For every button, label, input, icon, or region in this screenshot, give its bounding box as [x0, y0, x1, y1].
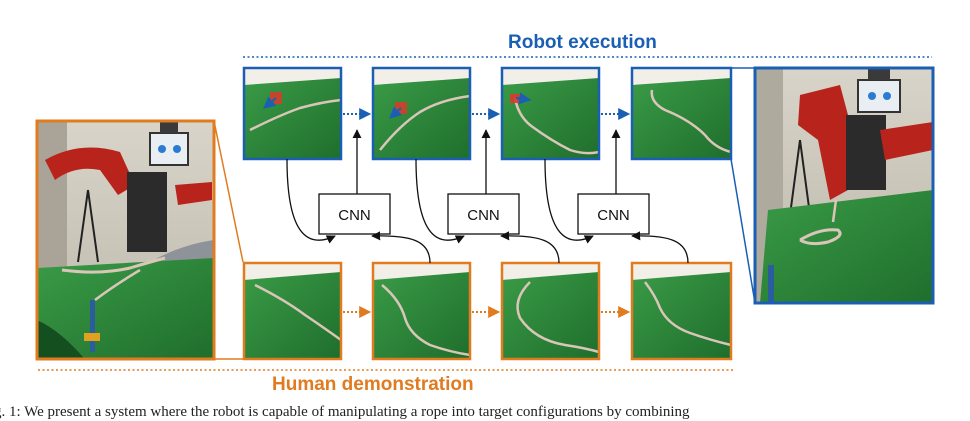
human-frame-1-border [242, 261, 343, 361]
cnn-block-1: CNN [318, 193, 391, 235]
robot-frame-2-border [371, 66, 472, 161]
human-frame-1 [244, 263, 342, 359]
human-frame-2-to-cnn-1 [371, 231, 431, 264]
cnn-block-3: CNN [577, 193, 650, 235]
robot-frame-4-border [630, 66, 733, 161]
human-frame-2-border [371, 261, 472, 361]
robot-scene-frame [753, 66, 935, 305]
robot-execution-title: Robot execution [508, 32, 657, 53]
robot-frame-3 [502, 68, 600, 159]
robot-zoom-connector-bottom [730, 158, 756, 304]
human-frame-4-to-cnn-3 [631, 231, 689, 264]
cnn-block-1-label: CNN [338, 207, 371, 224]
robot-frame-2 [373, 68, 471, 159]
robot-frame-1-border [242, 66, 343, 161]
human-frame-3 [502, 263, 600, 359]
human-frame-2 [373, 263, 471, 359]
human-demonstration-title: Human demonstration [272, 374, 474, 395]
robot-frame-1-to-cnn-1 [286, 158, 336, 244]
human-scene-frame [35, 119, 216, 361]
human-frame-4-border [630, 261, 733, 361]
human-frame-3-to-cnn-2 [500, 231, 560, 264]
robot-frame-3-to-cnn-3 [544, 158, 594, 244]
cnn-block-2-label: CNN [467, 207, 500, 224]
robot-frame-3-border [500, 66, 601, 161]
cnn-block-2: CNN [447, 193, 520, 235]
human-scene-photo [37, 121, 214, 359]
robot-scene-photo [755, 68, 933, 303]
figure-caption: g. 1: We present a system where the robo… [0, 404, 690, 420]
robot-frame-4 [632, 68, 732, 159]
robot-frame-1 [244, 68, 342, 159]
human-frame-4 [632, 263, 732, 359]
human-zoom-connector-top [213, 120, 244, 263]
cnn-block-3-label: CNN [597, 207, 630, 224]
human-frame-3-border [500, 261, 601, 361]
robot-frame-2-to-cnn-2 [415, 158, 465, 244]
